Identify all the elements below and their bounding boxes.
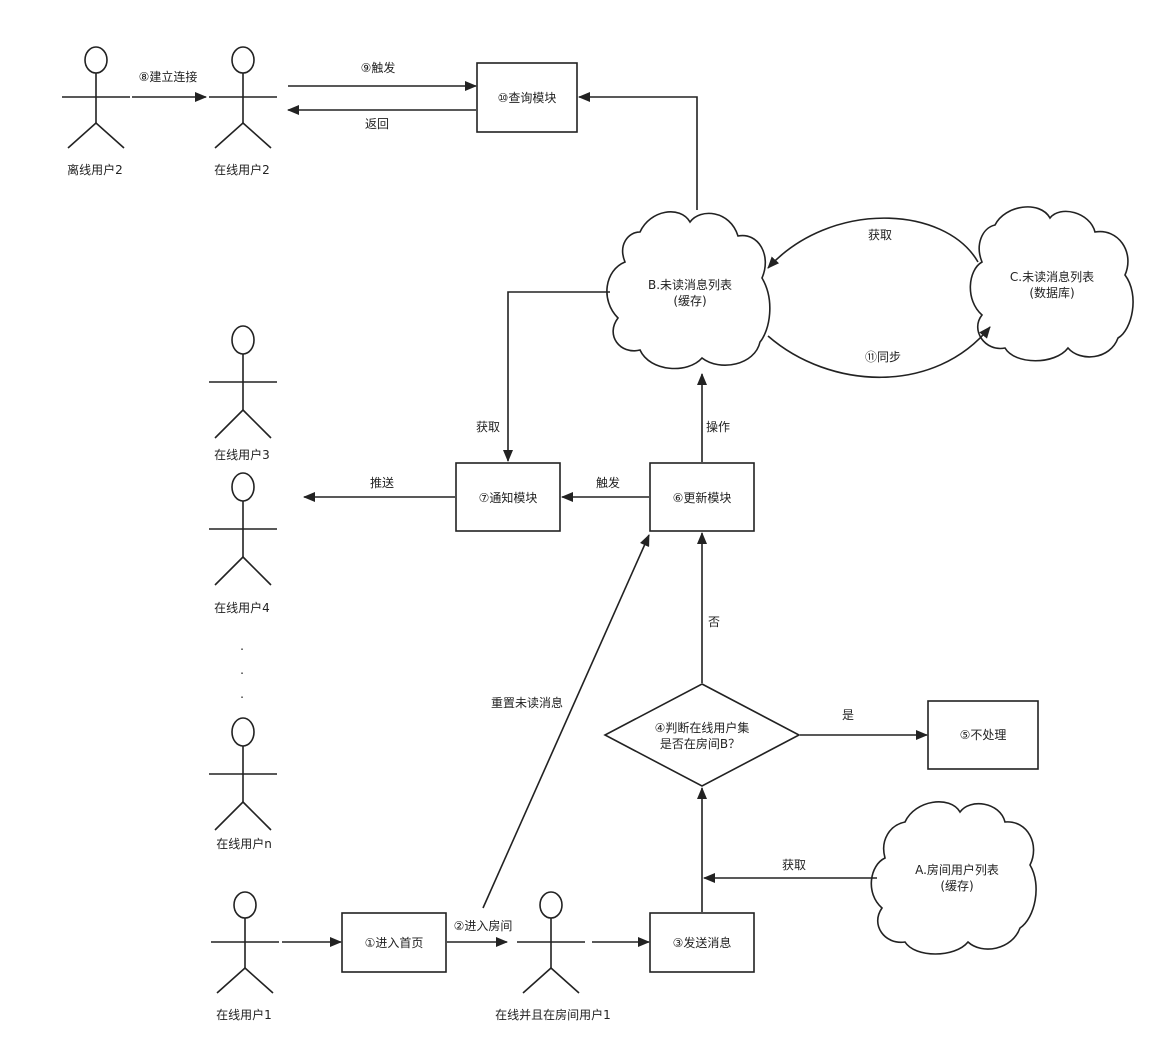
box-label: ①进入首页 [365, 936, 424, 950]
decision-diamond: ④判断在线用户集 是否在房间B？ [603, 683, 801, 787]
send-message-box: ③发送消息 [649, 912, 755, 973]
cloud-line1: B.未读消息列表 [648, 277, 732, 292]
edge-label: 获取 [868, 228, 892, 242]
edge-label: ②进入房间 [454, 918, 513, 933]
cloud-line1: C.未读消息列表 [1010, 269, 1094, 284]
no-process-box: ⑤不处理 [927, 700, 1039, 770]
cloud-line2: (缓存) [940, 879, 973, 893]
notify-module-box: ⑦通知模块 [455, 462, 561, 532]
edge-no: 否 [697, 532, 720, 683]
edge-return: 返回 [287, 105, 476, 131]
actor-online-user4: 在线用户4 [209, 472, 277, 615]
edge-sync: ⑪同步 [767, 326, 991, 378]
edge-label: ⑨触发 [361, 60, 396, 75]
actor-label: 在线并且在房间用户1 [495, 1007, 611, 1022]
edge-label: 触发 [596, 475, 620, 490]
cloud-room-users: A.房间用户列表 (缓存) [870, 801, 1037, 955]
edge-push: 推送 [303, 475, 455, 502]
cloud-unread-cache: B.未读消息列表 (缓存) [606, 211, 771, 370]
box-label: ⑩查询模块 [498, 91, 557, 105]
actor-online-usern: 在线用户n [209, 717, 277, 851]
actor-label: 在线用户2 [214, 162, 270, 177]
actor-label: 离线用户2 [67, 162, 123, 177]
edge-cache-to-query [578, 92, 698, 210]
edge-fetch-from-db: 获取 [767, 217, 979, 269]
decision-line2: 是否在房间B？ [660, 736, 740, 751]
decision-line1: ④判断在线用户集 [655, 720, 750, 735]
ellipsis-dot: . [240, 639, 244, 653]
edge-label: ⑧建立连接 [139, 69, 198, 84]
box-label: ③发送消息 [673, 935, 732, 950]
actor-label: 在线用户3 [214, 447, 270, 462]
cloud-unread-db: C.未读消息列表 (数据库) [969, 206, 1134, 362]
cloud-line2: (数据库) [1029, 285, 1074, 300]
edge-fetch-unread: 获取 [476, 291, 610, 462]
edge-label: 否 [708, 615, 720, 629]
actor-label: 在线用户1 [216, 1007, 272, 1022]
actor-label: 在线用户4 [214, 600, 270, 615]
edge-yes: 是 [800, 708, 928, 740]
cloud-line2: (缓存) [673, 294, 706, 308]
edge-trigger-query: ⑨触发 [288, 60, 477, 91]
edge-fetch-room-users: 获取 [703, 858, 877, 883]
box-label: ⑥更新模块 [673, 490, 732, 505]
edge-label: ⑪同步 [865, 350, 901, 364]
edge-label: 操作 [706, 419, 730, 434]
edge-label: 是 [842, 708, 854, 722]
vertical-ellipsis: . . . [240, 639, 244, 701]
edge-reset-unread: 重置未读消息 [482, 534, 650, 909]
actor-online-user2: 在线用户2 [209, 46, 277, 177]
edge-operate: 操作 [697, 373, 730, 462]
edge-label: 返回 [365, 117, 389, 131]
update-module-box: ⑥更新模块 [649, 462, 755, 532]
edge-label: 获取 [476, 420, 500, 434]
actor-room-user1: 在线并且在房间用户1 [495, 891, 611, 1022]
edge-enter-room: ②进入房间 [447, 918, 513, 947]
query-module-box: ⑩查询模块 [476, 62, 578, 133]
actor-online-user1: 在线用户1 [211, 891, 279, 1022]
ellipsis-dot: . [240, 663, 244, 677]
actor-label: 在线用户n [216, 836, 272, 851]
ellipsis-dot: . [240, 687, 244, 701]
box-label: ⑤不处理 [960, 728, 1007, 742]
edge-label: 重置未读消息 [491, 695, 563, 710]
edge-label: 获取 [782, 858, 806, 872]
edge-trigger-notify: 触发 [561, 475, 649, 502]
actor-online-user3: 在线用户3 [209, 325, 277, 462]
enter-home-box: ①进入首页 [341, 912, 447, 973]
edge-label: 推送 [370, 475, 394, 490]
actor-offline-user2: 离线用户2 [62, 46, 130, 177]
box-label: ⑦通知模块 [479, 491, 538, 505]
cloud-line1: A.房间用户列表 [915, 862, 999, 877]
edge-connect: ⑧建立连接 [132, 69, 207, 102]
